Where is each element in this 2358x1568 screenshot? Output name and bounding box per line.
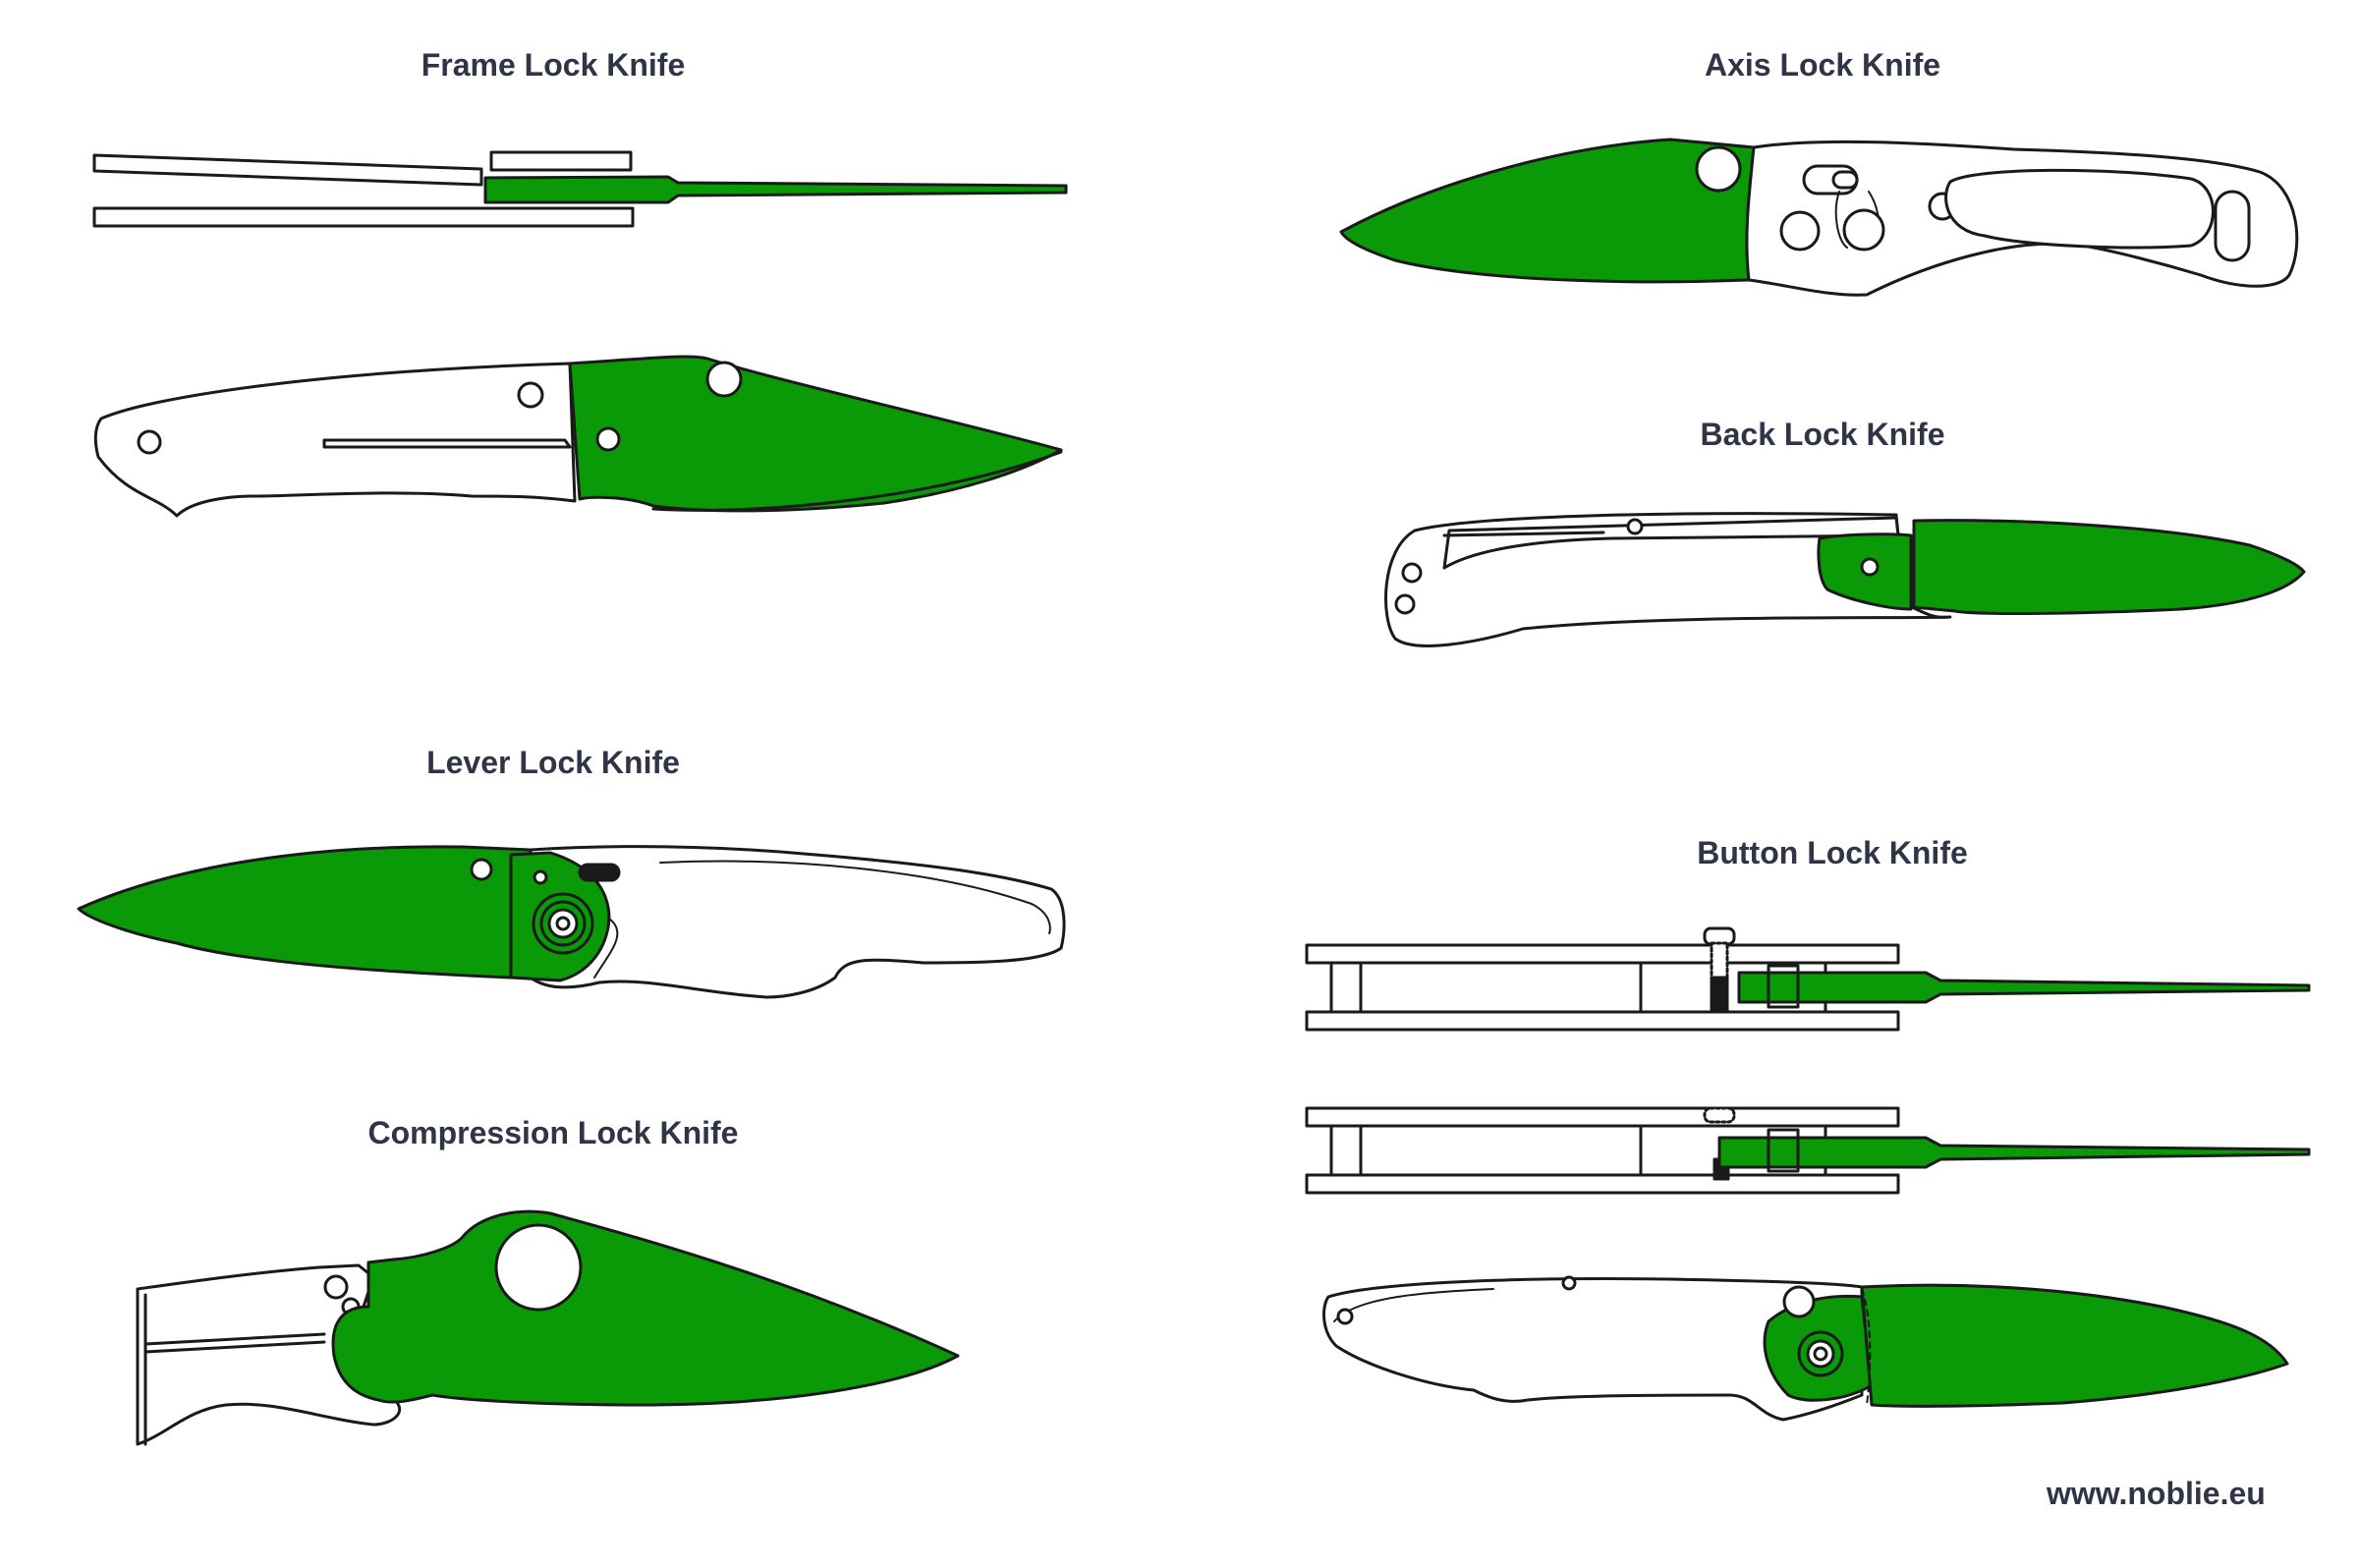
back-lock-title: Back Lock Knife bbox=[1700, 417, 1945, 452]
frame-lock-pin bbox=[517, 381, 544, 409]
button-lock-pin-b bbox=[1336, 1308, 1354, 1325]
button-lock-cross-section-open bbox=[1305, 926, 2311, 1032]
compression-lock-blade bbox=[331, 1209, 960, 1407]
frame-lock-thumb-hole bbox=[705, 361, 743, 398]
lever-lock-stop-pin bbox=[533, 869, 548, 885]
button-lock-scale-bottom-1 bbox=[1305, 1010, 1900, 1032]
button-lock-spacer-1 bbox=[1329, 961, 1363, 1014]
button-lock-tang-edge bbox=[1861, 1288, 1872, 1406]
button-lock-button-stem-1 bbox=[1710, 941, 1729, 980]
button-lock-pivot bbox=[1813, 1346, 1828, 1362]
compression-lock-handle bbox=[136, 1263, 402, 1446]
back-lock-pin-a bbox=[1626, 518, 1644, 535]
lever-lock-blade bbox=[77, 845, 533, 980]
frame-lock-scale-bottom bbox=[92, 206, 635, 228]
button-lock-scale-top-2 bbox=[1305, 1106, 1900, 1128]
compression-lock-knife bbox=[136, 1209, 960, 1446]
button-lock-scale-bottom-2 bbox=[1305, 1173, 1900, 1195]
axis-lock-lanyard-slot bbox=[2214, 190, 2251, 262]
button-lock-blade bbox=[1860, 1283, 2289, 1408]
back-lock-spring-inner bbox=[1442, 531, 1605, 537]
compression-lock-pin-a bbox=[323, 1274, 349, 1300]
compression-lock-thumb-hole bbox=[494, 1223, 583, 1312]
frame-lock-scale-top bbox=[489, 150, 633, 172]
lever-lock-pivot bbox=[555, 916, 571, 931]
button-lock-spacer-2 bbox=[1329, 1124, 1363, 1177]
frame-lock-blade-edge bbox=[651, 450, 1063, 512]
axis-lock-stop-pin bbox=[1842, 208, 1885, 252]
axis-lock-knife bbox=[1339, 138, 2299, 297]
button-lock-button bbox=[1782, 1285, 1816, 1318]
button-lock-cross-section-pressed bbox=[1305, 1106, 2311, 1195]
frame-lock-handle-hole bbox=[137, 429, 162, 455]
button-lock-knife bbox=[1322, 1275, 2289, 1422]
back-lock-pin-c bbox=[1394, 593, 1416, 615]
back-lock-blade bbox=[1912, 519, 2306, 615]
lever-lock-pivot-ring-outer bbox=[532, 892, 594, 955]
frame-lock-lock-slot bbox=[322, 438, 572, 449]
button-lock-blade-section-2 bbox=[1717, 1136, 2311, 1169]
axis-lock-handle-cutout bbox=[1944, 168, 2215, 250]
frame-lock-pivot bbox=[595, 426, 621, 452]
frame-lock-knife bbox=[93, 355, 1063, 518]
button-lock-washer-2 bbox=[1767, 1128, 1800, 1173]
frame-lock-liner bbox=[92, 153, 483, 187]
lever-lock-pivot-ring-mid bbox=[539, 900, 587, 947]
button-lock-blade-section-1 bbox=[1737, 971, 2311, 1004]
axis-lock-bar bbox=[1831, 170, 1859, 190]
back-lock-pin-b bbox=[1401, 562, 1423, 584]
website-label: www.noblie.eu bbox=[2047, 1476, 2266, 1511]
frame-lock-blade-section bbox=[483, 175, 1068, 204]
axis-lock-thumb-hole bbox=[1695, 145, 1742, 193]
button-lock-pivot-ring-outer bbox=[1797, 1330, 1844, 1377]
button-lock-washer-1 bbox=[1767, 964, 1800, 1009]
lever-lock-title: Lever Lock Knife bbox=[426, 745, 680, 780]
back-lock-handle bbox=[1384, 512, 1952, 647]
compression-lock-title: Compression Lock Knife bbox=[367, 1115, 739, 1150]
button-lock-pin-a bbox=[1561, 1275, 1577, 1291]
lever-lock-handle-bevel bbox=[659, 860, 1051, 934]
back-lock-knife bbox=[1384, 512, 2306, 647]
lever-lock-lever bbox=[578, 863, 621, 882]
back-lock-pivot bbox=[1860, 557, 1880, 577]
lever-lock-thumb-stud bbox=[470, 858, 493, 881]
button-lock-scale-top-1 bbox=[1305, 943, 1900, 965]
lever-lock-knife bbox=[77, 845, 1066, 999]
frame-lock-cross-section bbox=[92, 150, 1068, 228]
axis-lock-title: Axis Lock Knife bbox=[1704, 47, 1941, 83]
frame-lock-title: Frame Lock Knife bbox=[421, 47, 686, 83]
lever-lock-lever-arm bbox=[593, 918, 619, 979]
lever-lock-handle bbox=[529, 845, 1066, 999]
compression-lock-liner bbox=[143, 1332, 326, 1354]
button-lock-handle bbox=[1322, 1277, 1864, 1422]
frame-lock-blade bbox=[568, 355, 1063, 513]
button-lock-spring-1 bbox=[1710, 976, 1729, 1014]
button-lock-title: Button Lock Knife bbox=[1697, 835, 1968, 870]
axis-lock-pivot bbox=[1779, 210, 1821, 252]
back-lock-spring-bar bbox=[1442, 516, 1900, 570]
axis-lock-blade bbox=[1339, 138, 1756, 284]
button-lock-button-head-2 bbox=[1703, 1106, 1736, 1124]
